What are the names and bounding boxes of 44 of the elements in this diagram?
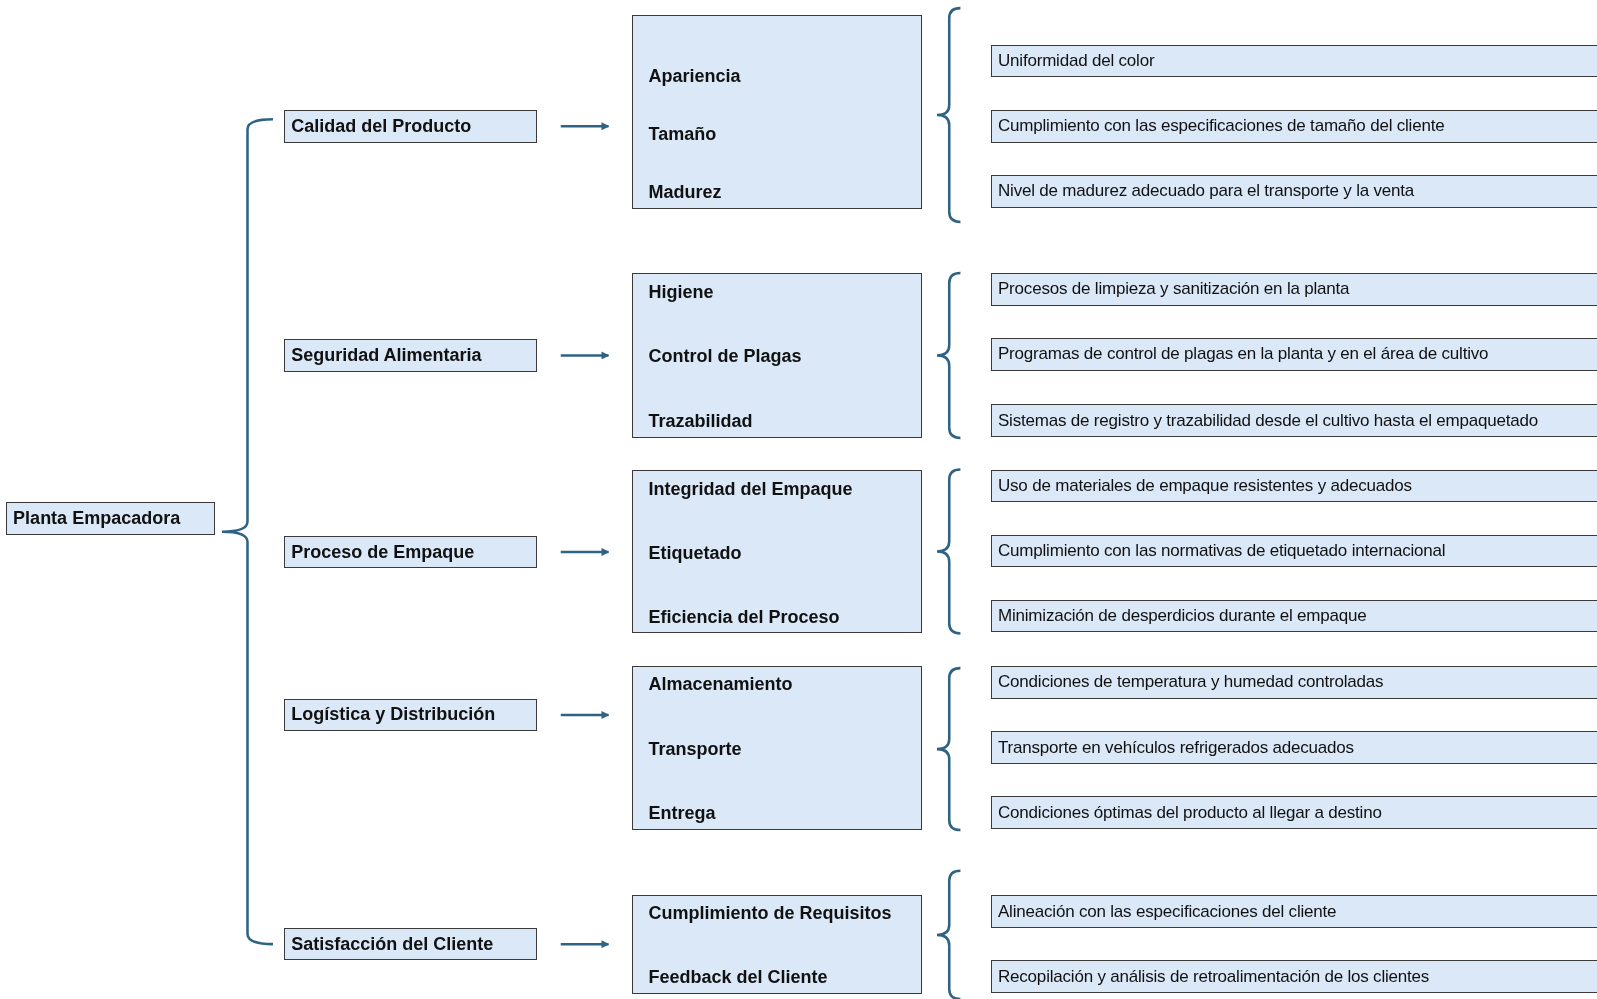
description-box: Uso de materiales de empaque resistentes y adecuados (991, 469, 1597, 503)
arrow (560, 351, 610, 360)
category-box: Satisfacción del Cliente (284, 927, 537, 961)
description-box: Alineación con las especificaciones del cliente (991, 895, 1597, 928)
item-list-box (632, 895, 922, 995)
description-box: Procesos de limpieza y sanitización en la planta (991, 272, 1597, 306)
item-label: Apariencia (648, 65, 741, 89)
item-label: Control de Plagas (648, 345, 802, 369)
item-label: Higiene (648, 281, 714, 305)
description-box: Nivel de madurez adecuado para el transporte y la venta (991, 175, 1597, 208)
category-box: Proceso de Empaque (284, 535, 537, 569)
item-label: Etiquetado (648, 542, 742, 566)
description-box: Condiciones de temperatura y humedad controladas (991, 666, 1597, 699)
description-box: Cumplimiento con las especificaciones de tamaño del cliente (991, 110, 1597, 143)
arrow (560, 122, 610, 131)
item-list-box (632, 469, 922, 634)
arrow (560, 940, 610, 949)
item-label: Almacenamiento (648, 673, 793, 697)
description-box: Sistemas de registro y trazabilidad desde el cultivo hasta el empaquetado (991, 404, 1597, 437)
category-box: Calidad del Producto (284, 110, 537, 143)
description-box: Recopilación y análisis de retroalimentación de los clientes (991, 960, 1597, 993)
root-box: Planta Empacadora (6, 502, 215, 535)
item-label: Trazabilidad (648, 409, 753, 433)
description-box: Condiciones óptimas del producto al llegar a destino (991, 796, 1597, 830)
item-list-box (632, 272, 922, 438)
description-box: Minimización de desperdicios durante el empaque (991, 599, 1597, 633)
arrow (560, 711, 610, 719)
item-label: Integridad del Empaque (648, 477, 853, 501)
item-label: Madurez (648, 180, 722, 204)
item-list-box (632, 666, 922, 831)
description-box: Cumplimiento con las normativas de etiquetado internacional (991, 534, 1597, 568)
item-label: Entrega (648, 802, 716, 825)
description-box: Uniformidad del color (991, 44, 1597, 78)
category-box: Logística y Distribución (284, 698, 537, 732)
item-list-box (632, 15, 922, 209)
item-label: Eficiencia del Proceso (648, 606, 840, 630)
item-label: Tamaño (648, 122, 717, 146)
item-label: Cumplimiento de Requisitos (648, 902, 892, 926)
item-label: Feedback del Cliente (648, 965, 828, 989)
item-label: Transporte (648, 737, 742, 761)
description-box: Programas de control de plagas en la planta y en el área de cultivo (991, 338, 1597, 371)
description-box: Transporte en vehículos refrigerados adecuados (991, 731, 1597, 764)
arrow (560, 548, 610, 556)
category-box: Seguridad Alimentaria (284, 339, 537, 372)
